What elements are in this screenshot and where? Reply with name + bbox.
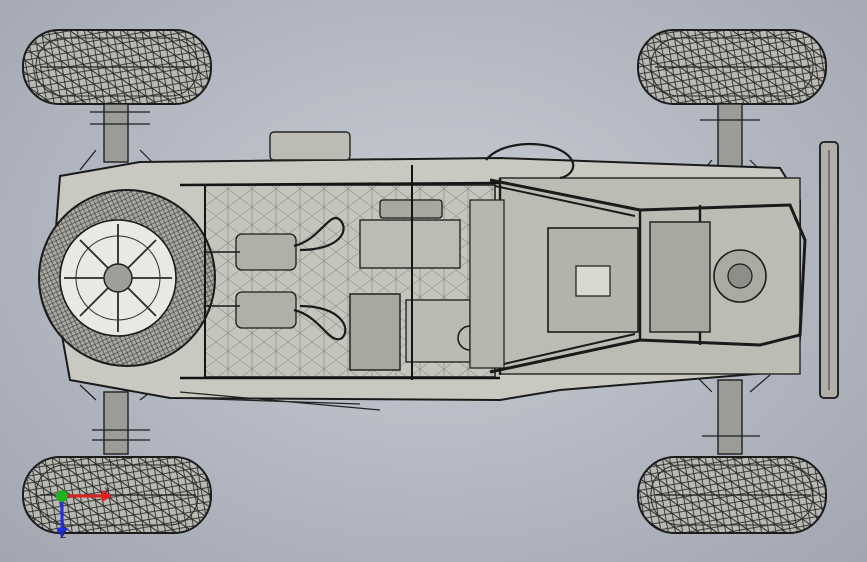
spare-wheel[interactable] — [38, 189, 216, 367]
suspension-struts — [79, 103, 771, 455]
hoses — [204, 142, 575, 341]
rear-right-tire[interactable] — [637, 456, 827, 534]
axis-z-arrow — [56, 528, 68, 538]
center-hardware[interactable] — [235, 199, 505, 371]
engine-block[interactable] — [547, 221, 767, 333]
axis-triad-icon — [56, 490, 112, 538]
axis-triad: X Z — [44, 476, 124, 546]
frame-rails — [179, 165, 501, 380]
axis-y-dot — [56, 490, 68, 502]
axis-x-label: X — [104, 487, 111, 497]
axis-x-arrow — [102, 490, 112, 502]
front-bumper[interactable] — [819, 141, 839, 399]
front-left-tire[interactable] — [22, 29, 212, 105]
axis-z-label: Z — [60, 531, 67, 541]
rear-left-tire[interactable] — [22, 456, 212, 534]
front-right-tire[interactable] — [637, 29, 827, 105]
